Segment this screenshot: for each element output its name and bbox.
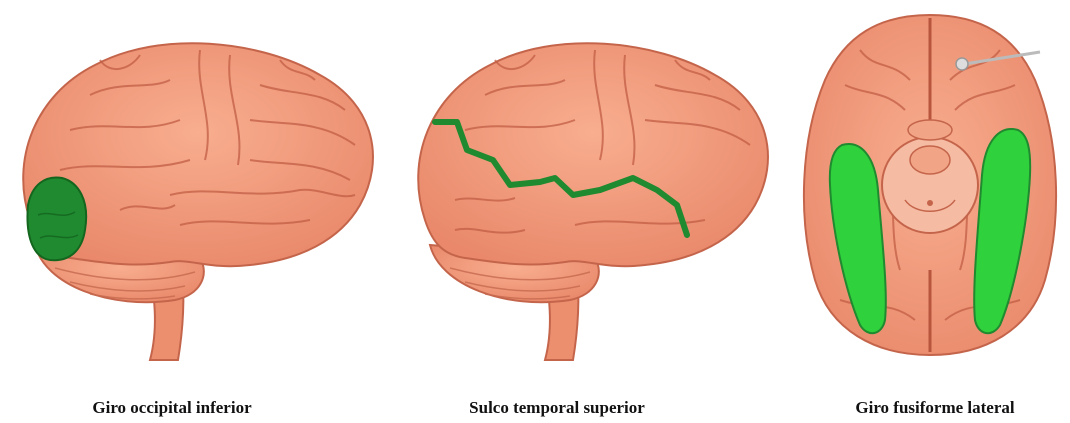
inferior-occipital-gyrus-highlight [27, 177, 86, 260]
caption-lateral-fusiform-gyrus: Giro fusiforme lateral [855, 398, 1014, 418]
brain-lateral-middle-image [395, 0, 795, 380]
brain-lateral-left-figure [0, 0, 400, 380]
brain-ventral-right-figure [790, 0, 1070, 380]
caption-inferior-occipital-gyrus: Giro occipital inferior [92, 398, 251, 418]
brain-lateral-left-image [0, 0, 400, 380]
brain-lateral-middle-figure [395, 0, 795, 380]
caption-superior-temporal-sulcus: Sulco temporal superior [469, 398, 645, 418]
brain-ventral-right-image [790, 0, 1070, 380]
